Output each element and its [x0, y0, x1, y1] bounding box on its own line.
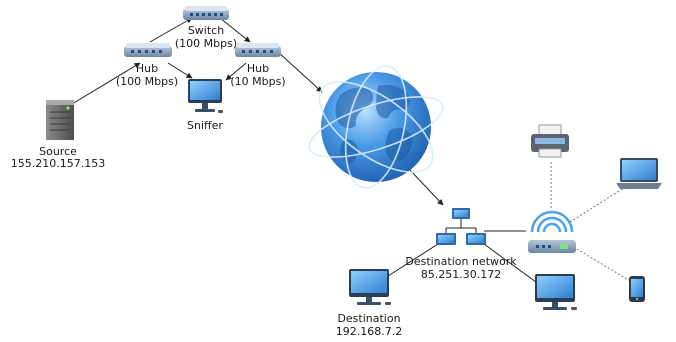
- destination-ip-label: 192.168.7.2: [336, 325, 402, 338]
- switch-label: Switch: [188, 24, 224, 37]
- link-hub-sniffer: [167, 62, 193, 79]
- link-destnet-destination: [384, 243, 439, 279]
- hub-right-speed-label: (10 Mbps): [230, 75, 285, 88]
- destination-network-ip-label: 85.251.30.172: [421, 268, 501, 281]
- link-internet-destnet: [409, 169, 444, 206]
- link-switch-hub: [219, 17, 251, 43]
- connections: [71, 17, 541, 286]
- printer-icon: [531, 124, 569, 158]
- link-destnet-pc: [483, 243, 541, 286]
- link-hub-switch: [149, 17, 193, 43]
- link-hub-internet: [277, 51, 323, 93]
- wireless-links: [550, 160, 633, 283]
- sniffer-label: Sniffer: [187, 119, 223, 132]
- wireless-phone: [569, 244, 633, 283]
- source-ip-label: 155.210.157.153: [11, 157, 105, 170]
- hub-left-speed-label: (100 Mbps): [116, 75, 178, 88]
- source-label: Source: [39, 145, 77, 158]
- hub-right-label: Hub: [247, 62, 269, 75]
- globe-icon: [308, 65, 444, 189]
- phone-icon: [629, 276, 645, 302]
- wireless-laptop: [569, 187, 625, 223]
- link-hub-sniffer-right: [225, 62, 247, 81]
- network-icon: [436, 208, 486, 245]
- hub-left-label: Hub: [136, 62, 158, 75]
- switch-icon: [183, 6, 229, 20]
- switch-speed-label: (100 Mbps): [175, 37, 237, 50]
- destination-network-label: Destination network: [405, 255, 517, 268]
- destination-monitor-icon: [349, 269, 391, 305]
- laptop-icon: [616, 158, 662, 189]
- hub-left-icon: [124, 43, 172, 57]
- hub-right-icon: [235, 43, 281, 57]
- link-source-hub: [71, 62, 141, 105]
- sniffer-monitor-icon: [188, 79, 223, 113]
- pc-monitor-icon: [535, 274, 577, 310]
- router-icon: [528, 210, 576, 253]
- destination-label: Destination: [337, 312, 400, 325]
- server-icon: [46, 100, 74, 140]
